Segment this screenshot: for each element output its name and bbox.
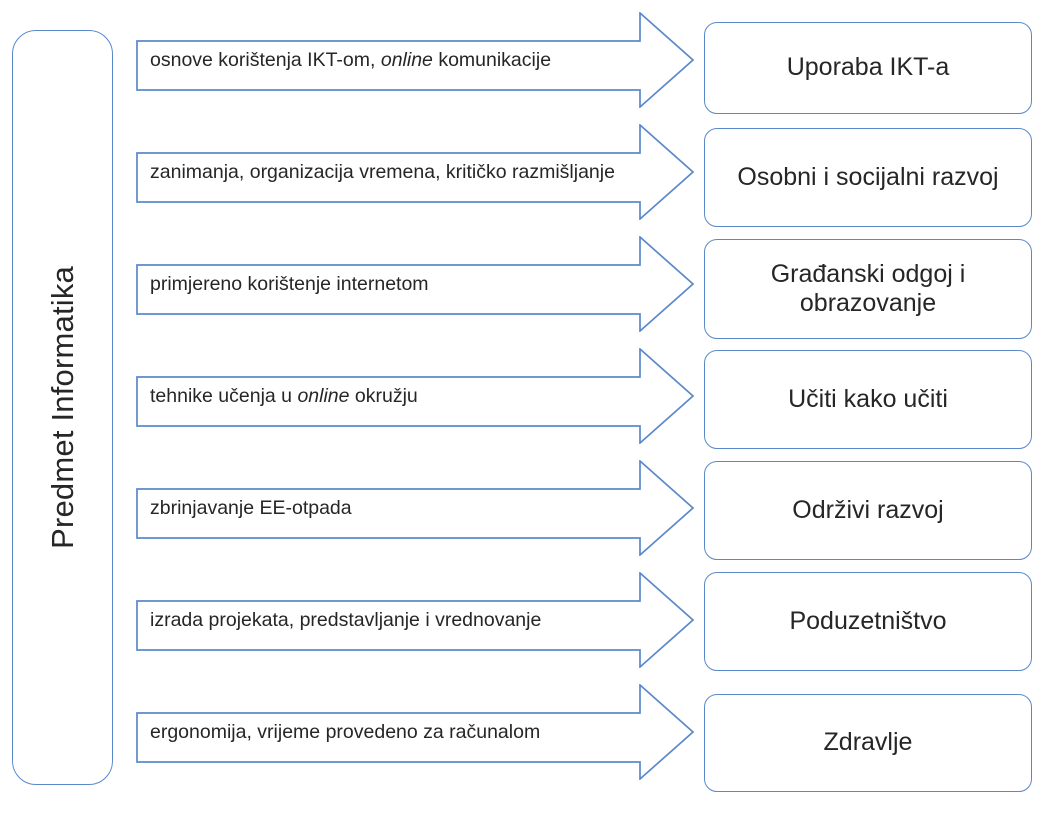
outcome-label: Zdravlje: [823, 728, 913, 757]
arrow-label-text: ergonomija, vrijeme provedeno za računal…: [150, 720, 541, 743]
arrow-shape-2: [136, 124, 694, 220]
arrow-label-2: zanimanja, organizacija vremena, kritičk…: [150, 124, 640, 220]
arrow-shape-7: [136, 684, 694, 780]
arrow-label-6: izrada projekata, predstavljanje i vredn…: [150, 572, 640, 668]
outcome-box-7: Zdravlje: [704, 694, 1032, 792]
arrow-5: zbrinjavanje EE-otpada: [136, 460, 694, 556]
arrow-label-text: zbrinjavanje EE-otpada: [150, 496, 352, 519]
arrow-label-text: zanimanja, organizacija vremena, kritičk…: [150, 160, 615, 183]
arrow-label-4: tehnike učenja u online okružju: [150, 348, 640, 444]
outcome-box-1: Uporaba IKT-a: [704, 22, 1032, 114]
arrow-3: primjereno korištenje internetom: [136, 236, 694, 332]
arrow-label-7: ergonomija, vrijeme provedeno za računal…: [150, 684, 640, 780]
outcome-label: Poduzetništvo: [789, 606, 947, 635]
outcome-box-5: Održivi razvoj: [704, 461, 1032, 560]
arrow-1: osnove korištenja IKT-om, online komunik…: [136, 12, 694, 108]
arrow-shape-6: [136, 572, 694, 668]
outcome-box-2: Osobni i socijalni razvoj: [704, 128, 1032, 227]
arrow-label-1: osnove korištenja IKT-om, online komunik…: [150, 12, 640, 108]
outcome-box-4: Učiti kako učiti: [704, 350, 1032, 449]
arrow-label-text: izrada projekata, predstavljanje i vredn…: [150, 608, 542, 631]
arrow-shape-4: [136, 348, 694, 444]
arrow-shape-5: [136, 460, 694, 556]
outcome-label: Održivi razvoj: [792, 495, 944, 524]
subject-box: Predmet Informatika: [12, 30, 113, 785]
arrow-label-text: tehnike učenja u online okružju: [150, 384, 418, 407]
arrow-2: zanimanja, organizacija vremena, kritičk…: [136, 124, 694, 220]
outcome-box-6: Poduzetništvo: [704, 572, 1032, 671]
outcome-label: Osobni i socijalni razvoj: [737, 162, 999, 191]
arrow-6: izrada projekata, predstavljanje i vredn…: [136, 572, 694, 668]
subject-label: Predmet Informatika: [45, 266, 80, 549]
arrow-label-text: osnove korištenja IKT-om, online komunik…: [150, 48, 552, 71]
arrow-label-3: primjereno korištenje internetom: [150, 236, 640, 332]
arrow-shape-3: [136, 236, 694, 332]
outcome-label: Uporaba IKT-a: [786, 53, 950, 82]
arrow-shape-1: [136, 12, 694, 108]
arrow-4: tehnike učenja u online okružju: [136, 348, 694, 444]
arrow-7: ergonomija, vrijeme provedeno za računal…: [136, 684, 694, 780]
arrow-label-5: zbrinjavanje EE-otpada: [150, 460, 640, 556]
outcome-label: Učiti kako učiti: [788, 384, 948, 413]
arrow-label-text: primjereno korištenje internetom: [150, 272, 429, 295]
